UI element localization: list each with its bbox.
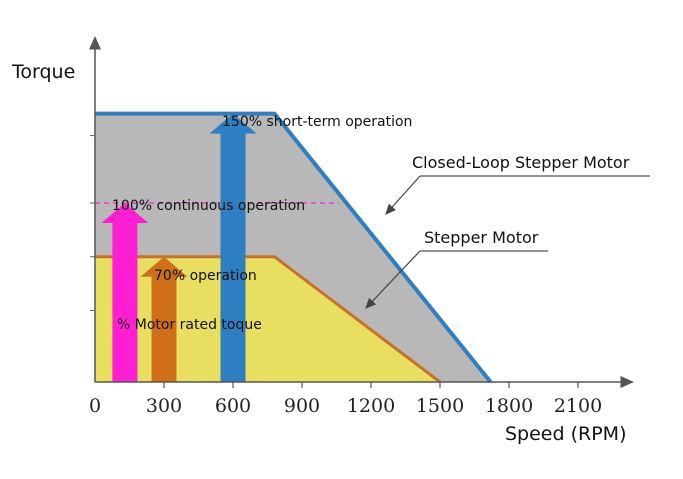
legend-stepper-label: Stepper Motor (424, 228, 539, 247)
x-axis-label: Speed (RPM) (505, 423, 626, 445)
x-tick-label-2: 600 (215, 395, 251, 417)
operation-arrow-0 (101, 203, 149, 382)
legend-closed-loop-pointer (385, 175, 421, 215)
annotation-70: 70% operation (154, 268, 257, 284)
legend-stepper-pointer (365, 250, 421, 309)
series-line-0 (95, 111, 493, 384)
legend-closed-loop-label: Closed-Loop Stepper Motor (412, 153, 630, 172)
annotation-rated-torque: % Motor rated toque (117, 317, 262, 333)
operation-arrow-1 (140, 256, 188, 382)
x-tick-label-6: 1800 (485, 395, 533, 417)
series-areas (95, 111, 493, 384)
x-tick-label-3: 900 (284, 395, 320, 417)
x-tick-label-7: 2100 (554, 395, 602, 417)
annotation-150: 150% short-term operation (222, 114, 412, 130)
x-tick-label-5: 1500 (416, 395, 464, 417)
series-area-1 (95, 256, 440, 382)
x-tick-label-0: 0 (89, 395, 101, 417)
x-ticks: 0 300 600 900 1200 1500 1800 2100 (89, 382, 602, 417)
x-tick-label-1: 300 (146, 395, 182, 417)
operation-arrows (101, 113, 257, 382)
y-tick-marks (90, 135, 95, 311)
annotation-100: 100% continuous operation (112, 198, 305, 214)
operation-arrow-2 (209, 113, 257, 382)
y-axis-label: Torque (11, 61, 75, 83)
series-line-1 (95, 255, 441, 384)
x-tick-label-4: 1200 (347, 395, 395, 417)
